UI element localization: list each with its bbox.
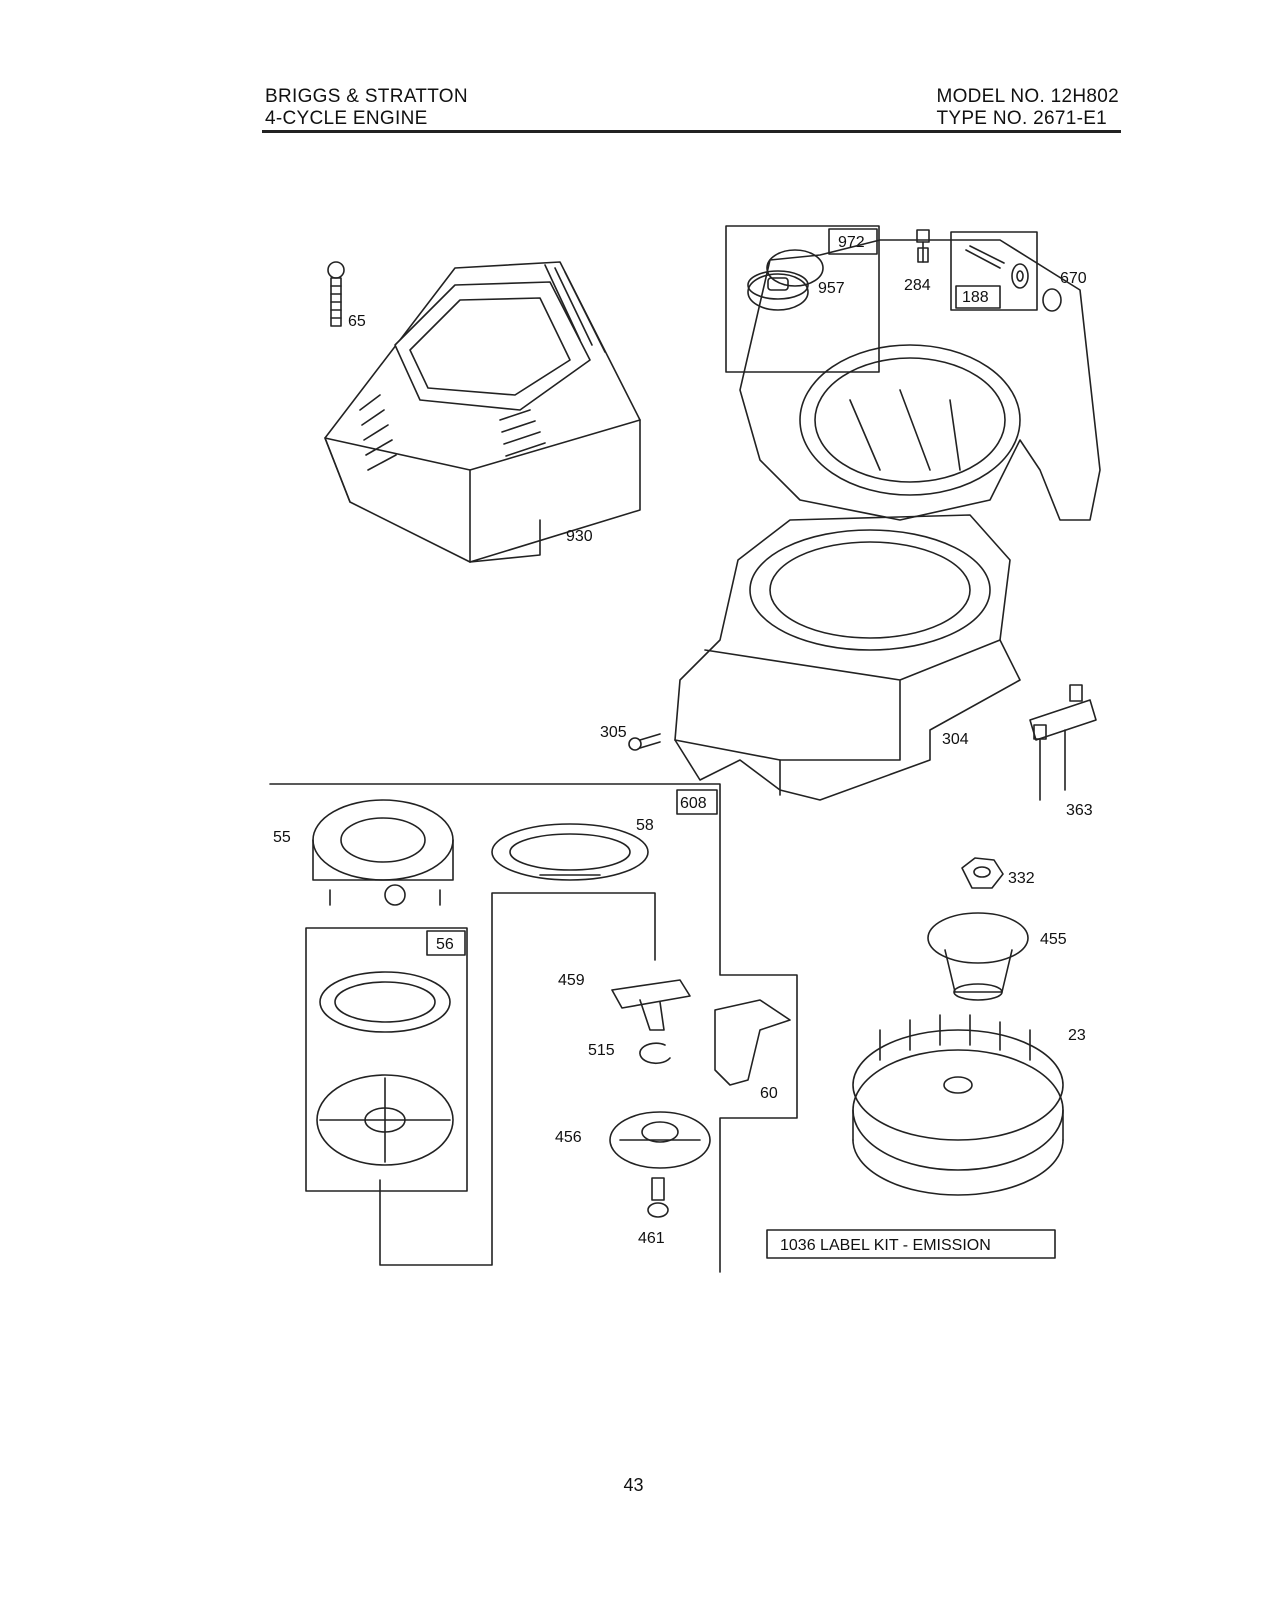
label-608: 608 xyxy=(680,795,707,812)
label-972: 972 xyxy=(838,234,865,251)
pawl-459-drawing xyxy=(612,980,690,1030)
rewind-starter-kit-box xyxy=(270,784,797,1272)
label-461: 461 xyxy=(638,1230,665,1247)
label-515: 515 xyxy=(588,1042,615,1059)
ratchet-456-drawing xyxy=(610,1112,710,1168)
handle-60-drawing xyxy=(715,1000,790,1085)
cap-670-drawing xyxy=(1043,289,1061,311)
clip-515-drawing xyxy=(640,1043,670,1063)
starter-housing-55-drawing xyxy=(313,800,453,905)
label-55: 55 xyxy=(273,829,291,846)
screw-461-drawing xyxy=(648,1178,668,1217)
label-957: 957 xyxy=(818,280,845,297)
flywheel-23-drawing xyxy=(853,1015,1063,1195)
nut-332-drawing xyxy=(962,858,1003,888)
starter-cup-455-drawing xyxy=(928,913,1028,1000)
label-65: 65 xyxy=(348,313,366,330)
label-459: 459 xyxy=(558,972,585,989)
label-455: 455 xyxy=(1040,931,1067,948)
label-kit-text: 1036 LABEL KIT - EMISSION xyxy=(780,1237,991,1254)
label-23: 23 xyxy=(1068,1027,1086,1044)
label-456: 456 xyxy=(555,1129,582,1146)
spring-58-drawing xyxy=(492,824,648,880)
page-number: 43 xyxy=(0,1475,1267,1496)
label-930: 930 xyxy=(566,528,593,545)
label-58: 58 xyxy=(636,817,654,834)
bracket-363-drawing xyxy=(1030,685,1096,800)
label-284: 284 xyxy=(904,277,931,294)
screw-305-drawing xyxy=(629,734,660,750)
bolt-284-drawing xyxy=(917,230,929,262)
blower-housing-304-drawing xyxy=(675,515,1020,800)
label-56: 56 xyxy=(436,936,454,953)
screw-65-drawing xyxy=(328,262,344,326)
pulley-kit-box xyxy=(306,928,467,1191)
label-670: 670 xyxy=(1060,270,1087,287)
label-60: 60 xyxy=(760,1085,778,1102)
label-332: 332 xyxy=(1008,870,1035,887)
label-188: 188 xyxy=(962,289,989,306)
label-305: 305 xyxy=(600,724,627,741)
engine-cover-930-drawing xyxy=(325,262,640,562)
label-304: 304 xyxy=(942,731,969,748)
label-363: 363 xyxy=(1066,802,1093,819)
